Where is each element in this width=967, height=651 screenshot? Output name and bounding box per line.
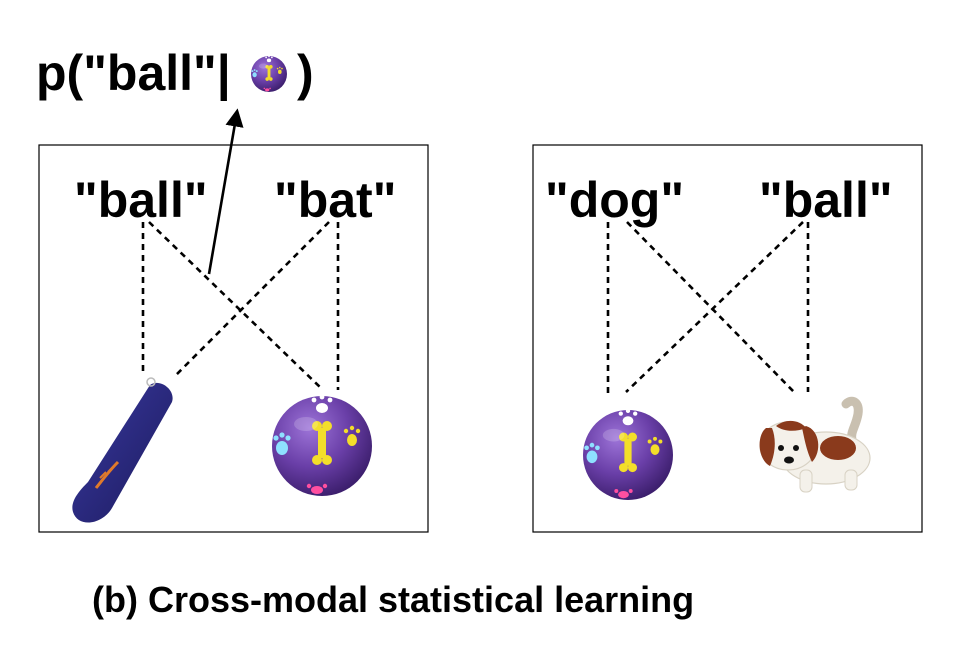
scene-2-word-ball: "ball" [759,172,893,228]
formula-close-paren: ) [297,45,314,101]
scene-2-word-dog: "dog" [545,172,684,228]
link-bat-word-to-bat [173,221,330,378]
scene-1-word-ball: "ball" [74,172,208,228]
scene-1-associations [141,221,340,391]
dog-toy-image [759,396,871,493]
link-ball-word-to-ball [148,221,324,391]
formula-ball-icon [251,55,287,92]
scene-2-associations [606,221,810,393]
link-ball-word-to-ball-2 [625,221,804,393]
figure-caption: (b) Cross-modal statistical learning [92,579,694,620]
scene-1-word-bat: "bat" [274,172,396,228]
scene-2: "dog" "ball" [532,144,923,533]
formula-text: p("ball"| [36,45,231,102]
probability-arrow [207,108,244,275]
link-dog-word-to-dog [626,221,795,393]
scene-1: "ball" "bat" [38,108,429,533]
bat-toy-image [72,377,173,523]
